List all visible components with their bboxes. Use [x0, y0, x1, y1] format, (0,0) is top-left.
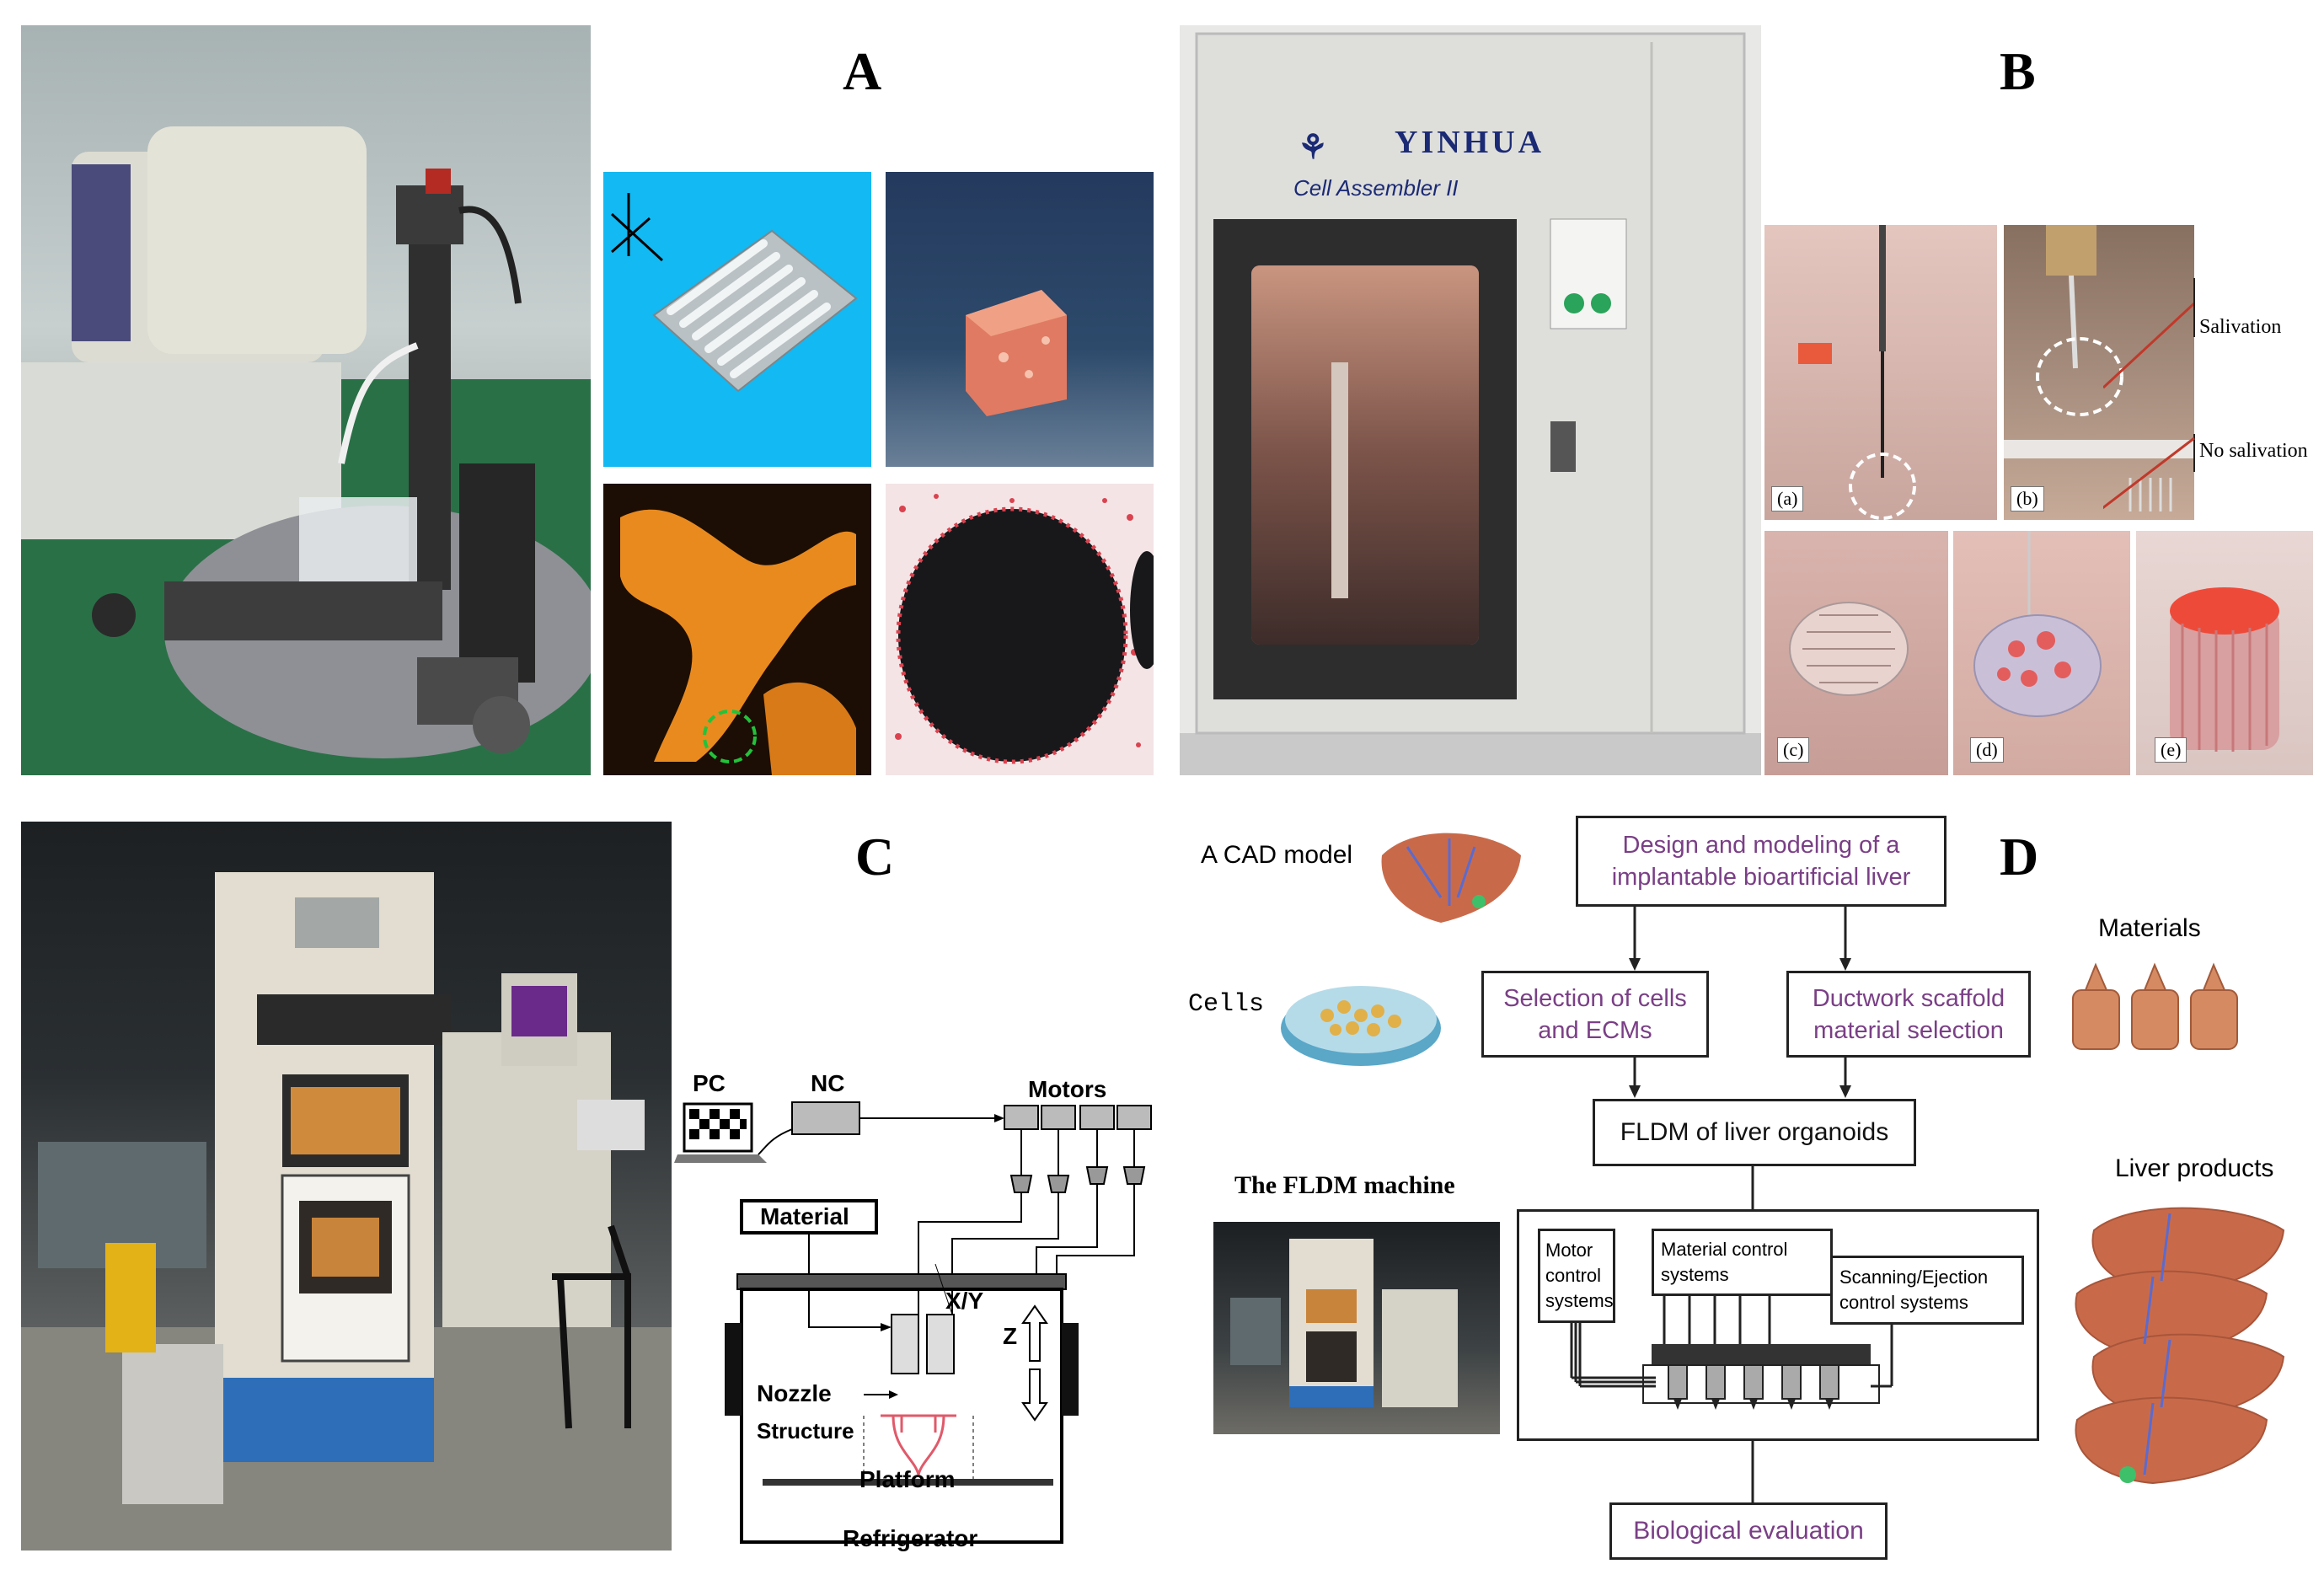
cell-assembler-model: Cell Assembler II — [1293, 175, 1459, 201]
schematic-nozzle-label: Nozzle — [757, 1380, 832, 1406]
scaffold-e-illustration — [2170, 587, 2279, 752]
panel-a-letter: A — [843, 41, 882, 101]
flow-systems-box — [1517, 1209, 2039, 1441]
yinhua-brand: YINHUA — [1395, 125, 1545, 160]
flow-material-control-text: Material control systems — [1661, 1239, 1788, 1285]
fluorescent-illustration — [620, 509, 856, 775]
panel-b-photo-d: (d) — [1953, 531, 2130, 775]
scaffold-cad-illustration — [610, 193, 858, 393]
print-head-nozzles — [1668, 1364, 1839, 1400]
flow-ductwork-box: Ductwork scaffold material selection — [1786, 971, 2031, 1058]
flow-selection-cells-text: Selection of cells and ECMs — [1503, 984, 1687, 1044]
sub-label-c: (c) — [1777, 737, 1810, 763]
liver-products-image — [2075, 1207, 2285, 1485]
schematic-structure-label: Structure — [757, 1418, 854, 1443]
salivation-label: Salivation — [2199, 316, 2282, 338]
flow-motor-control-box: Motor control systems — [1538, 1229, 1615, 1323]
fldm-machine-illustration — [1230, 1239, 1458, 1407]
panel-a-printer-photo — [21, 25, 591, 775]
flow-design-box: Design and modeling of a implantable bio… — [1576, 816, 1946, 907]
flow-material-control-box: Material control systems — [1652, 1229, 1833, 1296]
flow-fldm-text: FLDM of liver organoids — [1620, 1118, 1889, 1146]
salivation-pointers — [2103, 278, 2196, 510]
panel-c-machine-photo — [21, 822, 672, 1551]
printed-structure — [881, 1414, 956, 1476]
materials-image — [2072, 962, 2238, 1050]
panel-b-cell-assembler-photo: ⚘ YINHUA Cell Assembler II — [1180, 25, 1761, 775]
flow-scanning-box: Scanning/Ejection control systems — [1830, 1256, 2024, 1325]
cells-dish-image — [1281, 986, 1441, 1066]
needle-a-illustration — [1798, 225, 1916, 520]
panel-d-letter: D — [2000, 827, 2039, 886]
cad-liver-image — [1381, 833, 1521, 923]
cad-model-label: A CAD model — [1201, 841, 1353, 869]
flow-motor-control-text: Motor control systems — [1545, 1240, 1614, 1311]
scaffold-c-illustration — [1789, 602, 1909, 696]
schematic-pc-label: PC — [693, 1070, 726, 1096]
schematic-platform-label: Platform — [859, 1466, 956, 1492]
schematic-nc-label: NC — [811, 1070, 845, 1096]
sub-label-b: (b) — [2011, 486, 2044, 511]
schematic-z-label: Z — [1003, 1323, 1018, 1349]
panel-a-cad-scaffold — [603, 172, 871, 467]
panel-c-letter: C — [855, 827, 895, 886]
flow-design-text: Design and modeling of a implantable bio… — [1611, 832, 1911, 891]
panel-a-stained-section — [886, 484, 1154, 775]
printer-illustration — [21, 126, 591, 775]
cell-assembler-illustration: ⚘ — [1180, 32, 1761, 775]
nc-box — [791, 1101, 860, 1135]
machine-room-illustration — [21, 872, 672, 1551]
flow-evaluation-text: Biological evaluation — [1633, 1517, 1864, 1545]
yinhua-logo-mark: ⚘ — [1298, 129, 1328, 166]
cells-label: Cells — [1188, 990, 1265, 1019]
sub-label-a: (a) — [1771, 486, 1804, 511]
panel-b-letter: B — [2000, 41, 2036, 101]
panel-b-photo-b: (b) — [2004, 225, 2194, 520]
panel-a-tissue-cube — [886, 172, 1154, 467]
flowchart-connectors — [1570, 906, 1893, 1515]
schematic-refrigerator-label: Refrigerator — [843, 1525, 978, 1551]
panel-b-photo-c: (c) — [1764, 531, 1948, 775]
schematic-motors-label: Motors — [1028, 1076, 1107, 1102]
panel-b-photo-e: (e) — [2136, 531, 2313, 775]
motor-boxes — [1004, 1105, 1152, 1130]
flow-scanning-text: Scanning/Ejection control systems — [1839, 1267, 1989, 1313]
panel-b-photo-a: (a) — [1764, 225, 1997, 520]
panel-a-fluorescent-micrograph — [603, 484, 871, 775]
stained-section-illustration — [895, 494, 1154, 764]
flow-selection-cells-box: Selection of cells and ECMs — [1481, 971, 1709, 1058]
sub-label-d: (d) — [1970, 737, 2004, 763]
pc-computer-icon — [674, 1102, 767, 1163]
sub-label-e: (e) — [2155, 737, 2187, 763]
liver-products-label: Liver products — [2115, 1154, 2274, 1182]
motor-drivers — [1009, 1166, 1146, 1193]
needle-b-illustration — [2004, 225, 2194, 511]
flow-evaluation-box: Biological evaluation — [1609, 1502, 1888, 1560]
scaffold-d-illustration — [1973, 531, 2102, 717]
tissue-cube-illustration — [966, 290, 1067, 416]
flow-fldm-box: FLDM of liver organoids — [1593, 1099, 1916, 1166]
fldm-machine-label: The FLDM machine — [1234, 1171, 1455, 1199]
materials-label: Materials — [2098, 914, 2201, 942]
fldm-schematic — [674, 1101, 1152, 1544]
schematic-xy-label: X/Y — [945, 1288, 984, 1314]
no-salivation-label: No salivation — [2199, 440, 2308, 462]
flow-ductwork-text: Ductwork scaffold material selection — [1812, 984, 2005, 1044]
fldm-machine-photo — [1213, 1222, 1500, 1434]
schematic-material-label: Material — [760, 1203, 849, 1229]
